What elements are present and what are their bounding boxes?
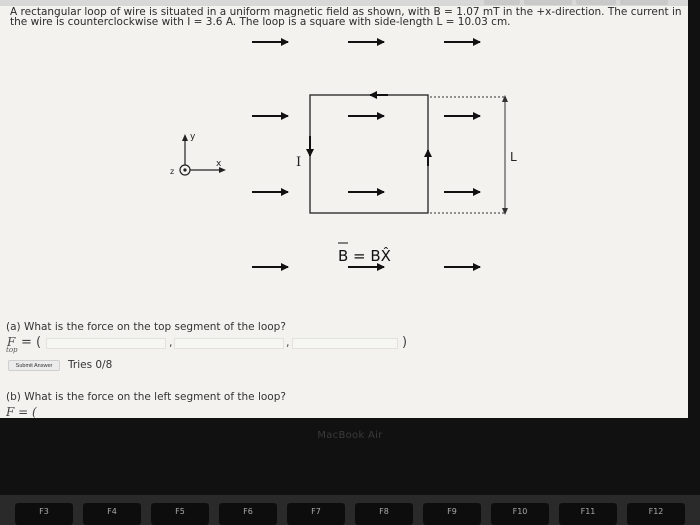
- force-y-input[interactable]: [174, 338, 284, 349]
- y-axis-arrowhead: [182, 134, 188, 141]
- toolbar-button[interactable]: [484, 0, 520, 5]
- f11-key: F11: [559, 503, 617, 525]
- force-z-input[interactable]: [292, 338, 398, 349]
- toolbar-button[interactable]: [620, 0, 668, 5]
- field-arrows: [252, 38, 481, 271]
- f7-key: F7: [287, 503, 345, 525]
- part-a-question: (a) What is the force on the top segment…: [6, 321, 286, 333]
- f12-key: F12: [627, 503, 685, 525]
- field-label: B = BX̂: [338, 246, 391, 265]
- force-x-input[interactable]: [46, 338, 166, 349]
- f6-key: F6: [219, 503, 277, 525]
- force-subscript: top: [6, 346, 18, 354]
- part-b-answer-row: F = (: [6, 405, 37, 418]
- z-axis-label: z: [170, 167, 174, 176]
- keyboard-function-row: F3 F4 F5 F6 F7 F8 F9 F10 F11 F12: [0, 495, 700, 525]
- current-label: I: [296, 155, 301, 170]
- dimension-arrow-up: [502, 95, 508, 102]
- close-paren: ): [402, 335, 408, 350]
- magnetic-field-diagram: y x z I L B = BX̂: [170, 38, 517, 271]
- wire-loop: [309, 94, 429, 214]
- problem-line-1: A rectangular loop of wire is situated i…: [10, 6, 682, 18]
- comma-2: ,: [286, 336, 290, 349]
- part-a-answer-row: F top = ( , , ): [6, 335, 426, 354]
- f10-key: F10: [491, 503, 549, 525]
- submit-answer-button[interactable]: Submit Answer: [8, 360, 60, 371]
- force-symbol: F: [7, 335, 16, 349]
- f8-key: F8: [355, 503, 413, 525]
- coordinate-axes: y x z: [170, 132, 226, 176]
- laptop-brand-label: MacBook Air: [317, 430, 383, 441]
- comma-1: ,: [169, 336, 173, 349]
- y-axis-label: y: [190, 132, 196, 142]
- f4-key: F4: [83, 503, 141, 525]
- part-b-question: (b) What is the force on the left segmen…: [6, 391, 286, 403]
- x-axis-label: x: [216, 159, 222, 169]
- problem-line-2: the wire is counterclockwise with I = 3.…: [10, 16, 511, 28]
- problem-statement: A rectangular loop of wire is situated i…: [10, 6, 682, 28]
- toolbar-button[interactable]: [524, 0, 572, 5]
- length-label: L: [510, 150, 517, 164]
- top-toolbar: [0, 0, 688, 6]
- f9-key: F9: [423, 503, 481, 525]
- browser-page: A rectangular loop of wire is situated i…: [0, 0, 688, 418]
- toolbar-button[interactable]: [576, 0, 616, 5]
- x-axis-arrowhead: [219, 167, 226, 173]
- tries-counter: Tries 0/8: [68, 359, 113, 371]
- equals-paren: = (: [21, 335, 42, 350]
- z-axis-dot: [183, 168, 187, 172]
- f3-key: F3: [15, 503, 73, 525]
- f5-key: F5: [151, 503, 209, 525]
- dimension-arrow-down: [502, 208, 508, 215]
